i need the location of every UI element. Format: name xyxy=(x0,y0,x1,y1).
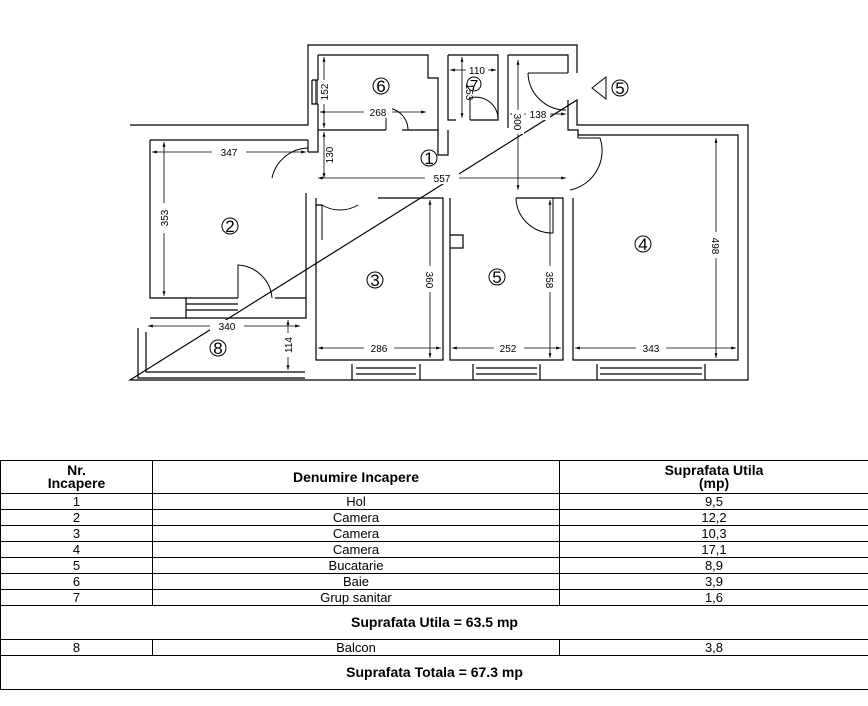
useful-total-row: Suprafata Utila = 63.5 mp xyxy=(0,605,868,640)
dim-130: 130 xyxy=(325,146,336,163)
dim-300: 300 xyxy=(511,114,522,131)
cell-area: 8,9 xyxy=(559,557,868,574)
cell-area: 12,2 xyxy=(559,509,868,526)
cell-nr: 4 xyxy=(0,541,153,558)
cell-area: 9,5 xyxy=(559,493,868,510)
cell-nr: 1 xyxy=(0,493,153,510)
room-label-6: 6 xyxy=(376,77,385,96)
cell-nr: 3 xyxy=(0,525,153,542)
header-area-line2: (mp) xyxy=(698,475,730,491)
cell-area: 3,8 xyxy=(559,639,868,656)
dim-340: 340 xyxy=(219,322,236,333)
cell-nr: 8 xyxy=(0,639,153,656)
dim-286: 286 xyxy=(371,344,388,355)
dim-353: 353 xyxy=(160,209,171,226)
useful-total: Suprafata Utila = 63.5 mp xyxy=(0,605,868,640)
dim-343: 343 xyxy=(643,344,660,355)
dim-268: 268 xyxy=(370,108,387,119)
dim-498: 498 xyxy=(709,238,720,255)
cell-name: Camera xyxy=(152,541,560,558)
header-area-line1: Suprafata Utila xyxy=(664,462,764,478)
cell-name: Bucatarie xyxy=(152,557,560,574)
cell-area: 1,6 xyxy=(559,589,868,606)
room-label-1: 1 xyxy=(424,149,433,168)
cell-area: 3,9 xyxy=(559,573,868,590)
header-nr-line2: Incapere xyxy=(47,475,106,491)
header-name: Denumire Incapere xyxy=(152,460,560,494)
floor-plan: 347 557 130 353 340 114 152 268 110 153 … xyxy=(127,44,749,381)
cell-nr: 2 xyxy=(0,509,153,526)
cell-name: Camera xyxy=(152,525,560,542)
header-nr-line1: Nr. xyxy=(67,462,86,478)
table-header-row: Nr. Incapere Denumire Incapere Suprafata… xyxy=(0,460,868,494)
entrance-label: 5 xyxy=(615,79,624,98)
cell-area: 10,3 xyxy=(559,525,868,542)
header-nr: Nr. Incapere xyxy=(0,460,153,494)
room-label-8: 8 xyxy=(213,339,222,358)
dim-153: 153 xyxy=(463,84,474,101)
room-label-4: 4 xyxy=(638,235,647,254)
cell-nr: 6 xyxy=(0,573,153,590)
room-markers xyxy=(209,75,652,357)
grand-total: Suprafata Totala = 67.3 mp xyxy=(0,655,868,690)
exterior-walls xyxy=(127,44,749,381)
dim-557: 557 xyxy=(434,174,451,185)
header-area: Suprafata Utila (mp) xyxy=(559,460,868,494)
dim-152: 152 xyxy=(320,83,331,100)
cell-nr: 7 xyxy=(0,589,153,606)
cell-name: Balcon xyxy=(152,639,560,656)
dim-252: 252 xyxy=(500,344,517,355)
dimension-labels: 347 557 130 353 340 114 152 268 110 153 … xyxy=(158,65,722,357)
cell-name: Hol xyxy=(152,493,560,510)
grand-total-row: Suprafata Totala = 67.3 mp xyxy=(0,655,868,690)
room-label-2: 2 xyxy=(225,217,234,236)
cell-nr: 5 xyxy=(0,557,153,574)
dim-347: 347 xyxy=(221,148,238,159)
room-label-3: 3 xyxy=(370,271,379,290)
cell-name: Grup sanitar xyxy=(152,589,560,606)
doors xyxy=(237,72,603,299)
dim-360: 360 xyxy=(423,272,434,289)
cell-area: 17,1 xyxy=(559,541,868,558)
cell-name: Camera xyxy=(152,509,560,526)
dim-138: 138 xyxy=(530,110,547,121)
room-label-7: 7 xyxy=(470,77,478,94)
dim-358: 358 xyxy=(543,272,554,289)
room-labels: 1 2 3 4 5 6 7 8 5 xyxy=(213,77,647,358)
rooms-table: Nr. Incapere Denumire Incapere Suprafata… xyxy=(0,460,868,690)
room-label-5: 5 xyxy=(492,268,501,287)
dim-114: 114 xyxy=(284,337,295,353)
dim-110: 110 xyxy=(469,66,485,77)
cell-name: Baie xyxy=(152,573,560,590)
